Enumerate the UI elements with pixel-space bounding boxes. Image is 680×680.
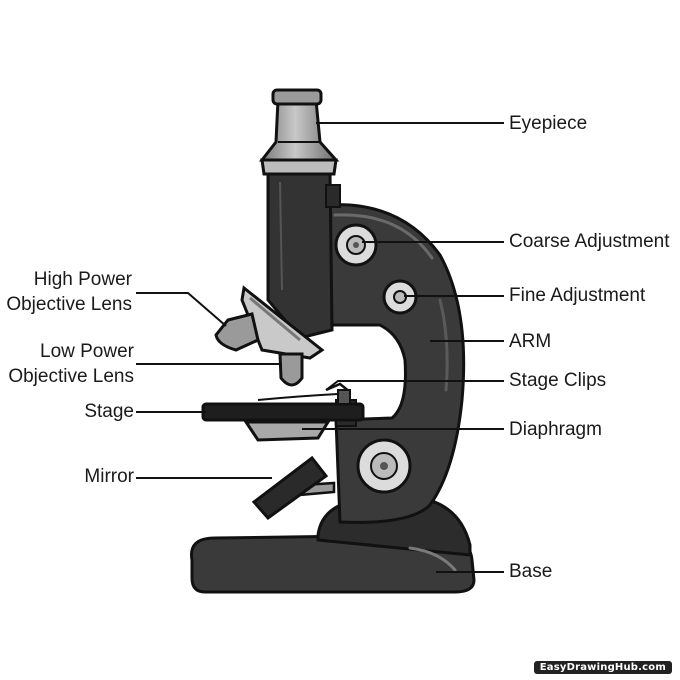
label-coarse-adjustment: Coarse Adjustment: [509, 231, 670, 252]
leader-stage-clips: [325, 380, 504, 391]
label-arm: ARM: [509, 331, 552, 352]
mirror-part: [251, 455, 336, 521]
microscope-arm: [324, 203, 466, 524]
label-high-power-line2: Objective Lens: [6, 294, 132, 315]
body-tube: [266, 170, 341, 340]
high-power-objective-lens: [214, 312, 260, 352]
leader-lines: [136, 122, 504, 573]
microscope-base: [189, 496, 476, 594]
label-stage-clips: Stage Clips: [509, 370, 607, 391]
leader-high-power: [136, 292, 227, 327]
watermark: EasyDrawingHub.com: [533, 661, 672, 674]
stage-clips-part: [325, 382, 351, 405]
label-stage: Stage: [84, 401, 134, 422]
diaphragm-part: [243, 420, 331, 442]
label-diaphragm: Diaphragm: [509, 419, 602, 440]
label-low-power-line2: Objective Lens: [8, 366, 134, 387]
coarse-adjustment-knob: [334, 223, 378, 267]
label-high-power-line1: High Power: [33, 269, 132, 290]
lower-adjustment-knob: [356, 438, 412, 494]
label-mirror: Mirror: [84, 466, 134, 487]
low-power-objective-lens: [278, 352, 304, 387]
label-fine-adjustment: Fine Adjustment: [509, 285, 646, 306]
eyepiece-part: [258, 88, 340, 176]
label-eyepiece: Eyepiece: [509, 113, 588, 134]
label-base: Base: [509, 561, 553, 582]
label-low-power-line1: Low Power: [40, 341, 134, 362]
